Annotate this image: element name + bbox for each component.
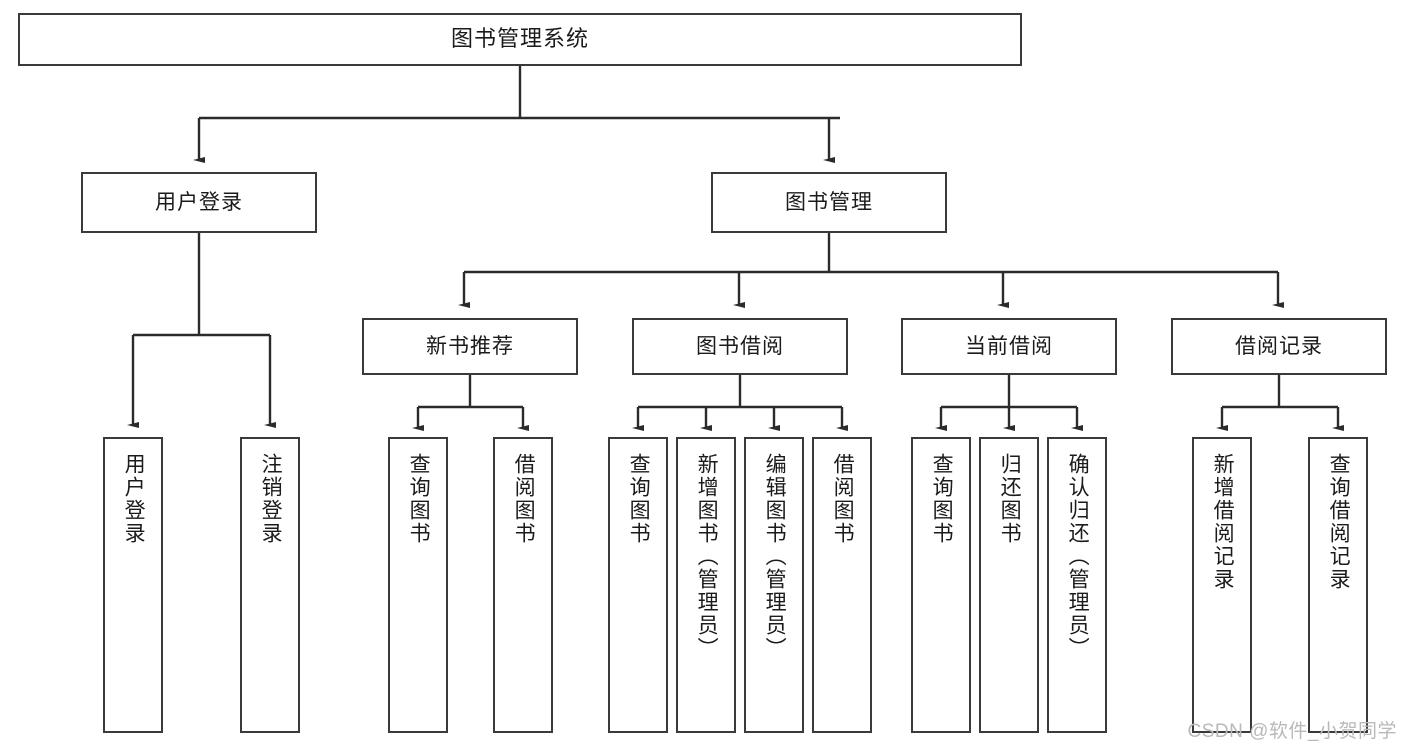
leaf-query-record-label: 查询借阅记录	[1327, 453, 1351, 591]
node-root-label: 图书管理系统	[450, 26, 589, 52]
node-user-login-label: 用户登录	[155, 190, 243, 214]
node-root[interactable]: 图书管理系统	[18, 13, 1022, 66]
leaf-borrow-book-2-label: 借阅图书	[831, 453, 855, 545]
leaf-user-login[interactable]: 用户登录	[103, 437, 163, 733]
leaf-user-logout-label: 注销登录	[259, 453, 283, 545]
leaf-add-record[interactable]: 新增借阅记录	[1192, 437, 1252, 733]
node-user-login[interactable]: 用户登录	[81, 172, 317, 233]
leaf-query-book-2-label: 查询图书	[627, 453, 651, 545]
leaf-add-record-label: 新增借阅记录	[1211, 453, 1235, 591]
leaf-user-logout[interactable]: 注销登录	[240, 437, 300, 733]
node-book-manage[interactable]: 图书管理	[711, 172, 947, 233]
node-book-borrow[interactable]: 图书借阅	[632, 318, 848, 375]
leaf-confirm-return[interactable]: 确认归还（管理员）	[1047, 437, 1107, 733]
node-borrow-record-label: 借阅记录	[1235, 334, 1323, 358]
leaf-borrow-book-1-label: 借阅图书	[512, 453, 536, 545]
leaf-edit-book[interactable]: 编辑图书（管理员）	[744, 437, 804, 733]
watermark: CSDN @软件_小贺同学	[1187, 721, 1397, 742]
leaf-add-book-label: 新增图书（管理员）	[695, 453, 719, 660]
leaf-query-book-2[interactable]: 查询图书	[608, 437, 668, 733]
leaf-borrow-book-1[interactable]: 借阅图书	[493, 437, 553, 733]
leaf-return-book-label: 归还图书	[998, 453, 1022, 545]
leaf-query-book-3[interactable]: 查询图书	[911, 437, 971, 733]
node-new-book-rec[interactable]: 新书推荐	[362, 318, 578, 375]
leaf-query-book-1-label: 查询图书	[407, 453, 431, 545]
node-book-borrow-label: 图书借阅	[696, 334, 784, 358]
leaf-add-book[interactable]: 新增图书（管理员）	[676, 437, 736, 733]
leaf-user-login-label: 用户登录	[122, 453, 146, 545]
node-new-book-rec-label: 新书推荐	[426, 334, 514, 358]
leaf-confirm-return-label: 确认归还（管理员）	[1066, 453, 1090, 660]
leaf-return-book[interactable]: 归还图书	[979, 437, 1039, 733]
leaf-query-book-3-label: 查询图书	[930, 453, 954, 545]
leaf-query-book-1[interactable]: 查询图书	[388, 437, 448, 733]
leaf-edit-book-label: 编辑图书（管理员）	[763, 453, 787, 660]
node-borrow-record[interactable]: 借阅记录	[1171, 318, 1387, 375]
leaf-borrow-book-2[interactable]: 借阅图书	[812, 437, 872, 733]
node-book-manage-label: 图书管理	[785, 190, 873, 214]
node-current-borrow-label: 当前借阅	[965, 334, 1053, 358]
node-current-borrow[interactable]: 当前借阅	[901, 318, 1117, 375]
leaf-query-record[interactable]: 查询借阅记录	[1308, 437, 1368, 733]
